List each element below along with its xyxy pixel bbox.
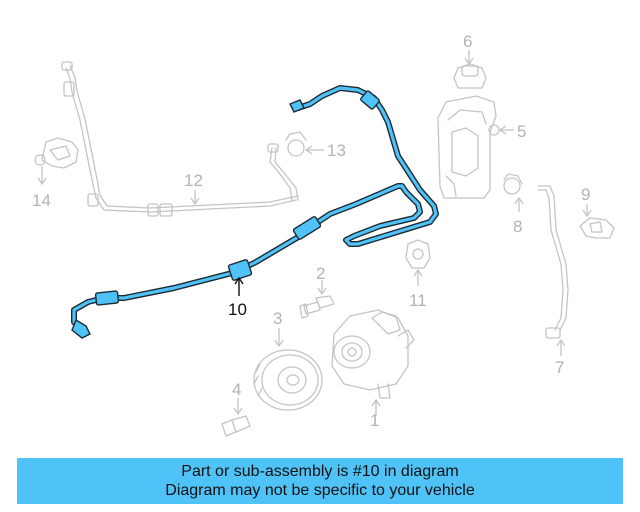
callout-7: 7 — [555, 358, 564, 377]
part-10-pressure-hose — [71, 85, 439, 339]
part-14-bracket — [34, 137, 79, 186]
parts-diagram: 1 2 3 4 5 6 7 8 9 10 11 12 13 14 — [32, 32, 615, 437]
part-13-clamp — [285, 131, 324, 157]
callout-8: 8 — [513, 217, 522, 236]
callout-6: 6 — [463, 32, 472, 51]
part-5-reservoir — [437, 95, 514, 199]
part-1-pump — [331, 309, 415, 416]
part-4-bolt — [221, 398, 251, 437]
callout-13: 13 — [327, 141, 346, 160]
info-banner: Part or sub-assembly is #10 in diagram D… — [17, 458, 623, 504]
part-7-pipe — [537, 185, 569, 356]
callout-10: 10 — [228, 300, 247, 319]
callout-4: 4 — [232, 380, 241, 399]
part-8-clamp — [503, 173, 524, 212]
part-11-bracket — [405, 239, 431, 286]
return-hose — [267, 143, 299, 201]
part-12-line — [61, 61, 299, 217]
callout-14: 14 — [32, 191, 51, 210]
callout-3: 3 — [273, 309, 282, 328]
callout-5: 5 — [517, 122, 526, 141]
part-9-clip — [579, 204, 615, 239]
callout-9: 9 — [581, 185, 590, 204]
banner-line-2: Diagram may not be specific to your vehi… — [165, 482, 475, 499]
part-6-cap — [453, 50, 487, 89]
callout-11: 11 — [409, 291, 427, 310]
part-3-pulley — [253, 328, 323, 411]
banner-line-1: Part or sub-assembly is #10 in diagram — [181, 463, 459, 480]
callout-1: 1 — [370, 411, 379, 430]
callout-2: 2 — [316, 264, 325, 283]
callout-12: 12 — [184, 171, 203, 190]
part-2-bolt — [299, 280, 335, 319]
